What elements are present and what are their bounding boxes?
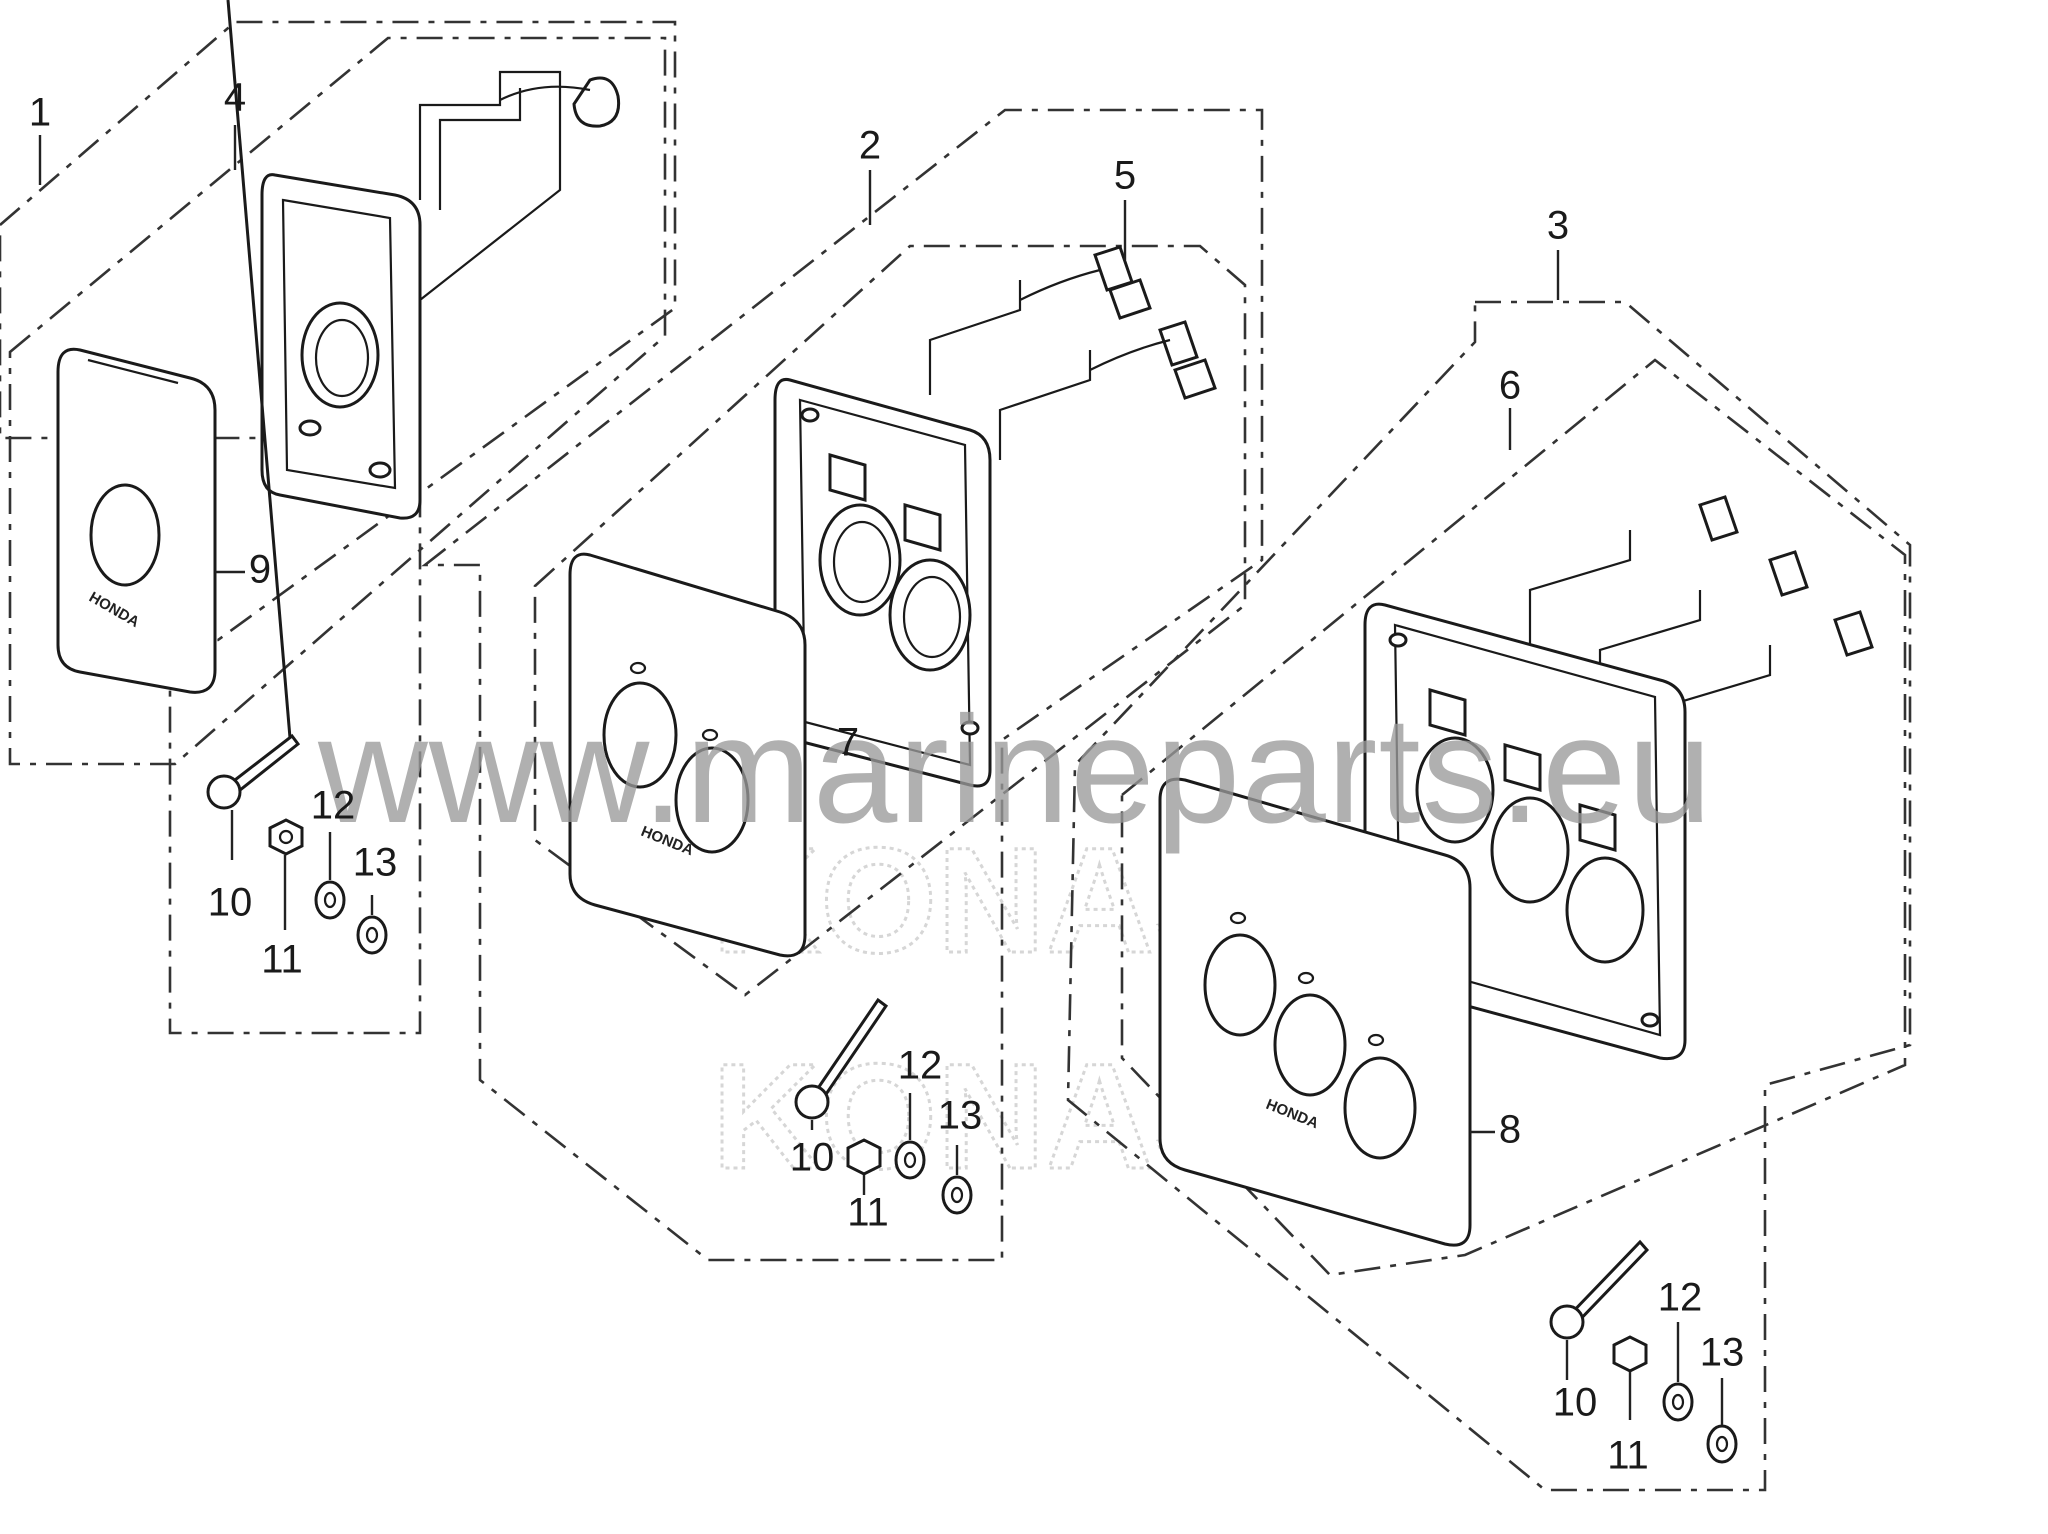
callout-7: 7: [837, 721, 859, 765]
callout-13-b: 13: [938, 1094, 983, 1138]
callout-9: 9: [249, 548, 271, 592]
callout-1: 1: [29, 91, 51, 135]
callout-6: 6: [1499, 364, 1521, 408]
cover-9: HONDA: [56, 347, 217, 694]
callout-labels: 1 4 2 5 3 6 9 7 8 10 11 12 13 10 11 12 1…: [29, 76, 1744, 1478]
callout-13-c: 13: [1700, 1331, 1745, 1375]
callout-11-c: 11: [1607, 1434, 1649, 1478]
callout-12-a: 12: [311, 784, 356, 828]
assembly-6-outline: [1120, 358, 1907, 1277]
fasteners-set-c: [1549, 1239, 1738, 1464]
callout-2: 2: [859, 124, 881, 168]
callout-5: 5: [1114, 154, 1136, 198]
callout-11-b: 11: [847, 1191, 889, 1235]
callout-13-a: 13: [353, 841, 398, 885]
fasteners-set-b: [794, 997, 973, 1215]
receptacle-body-4: [260, 70, 621, 520]
callout-12-c: 12: [1658, 1276, 1703, 1320]
callout-12-b: 12: [898, 1044, 943, 1088]
callout-11-a: 11: [261, 938, 303, 982]
watermark-text: www.marineparts.eu: [317, 685, 1713, 855]
cover-7: HONDA: [568, 552, 807, 958]
assembly-4-outline: [8, 36, 667, 766]
assembly-2-outline: [421, 108, 1264, 1262]
cover-8: HONDA: [1158, 777, 1472, 1247]
receptacle-body-5: [773, 245, 1217, 788]
assembly-2-group: HONDA: [421, 108, 1264, 1262]
fasteners-set-a: [206, 0, 388, 955]
assembly-3-group: HONDA: [1066, 300, 1912, 1492]
callout-10-b: 10: [790, 1136, 835, 1180]
callout-4: 4: [224, 76, 246, 120]
assembly-1-group: HONDA: [0, 0, 677, 1035]
callout-10-c: 10: [1553, 1381, 1598, 1425]
callout-8: 8: [1499, 1108, 1521, 1152]
callout-3: 3: [1547, 204, 1569, 248]
receptacle-body-6: [1363, 495, 1874, 1061]
assembly-3-outline: [1066, 300, 1912, 1492]
callout-10-a: 10: [208, 881, 253, 925]
leader-lines: [38, 125, 1724, 1425]
